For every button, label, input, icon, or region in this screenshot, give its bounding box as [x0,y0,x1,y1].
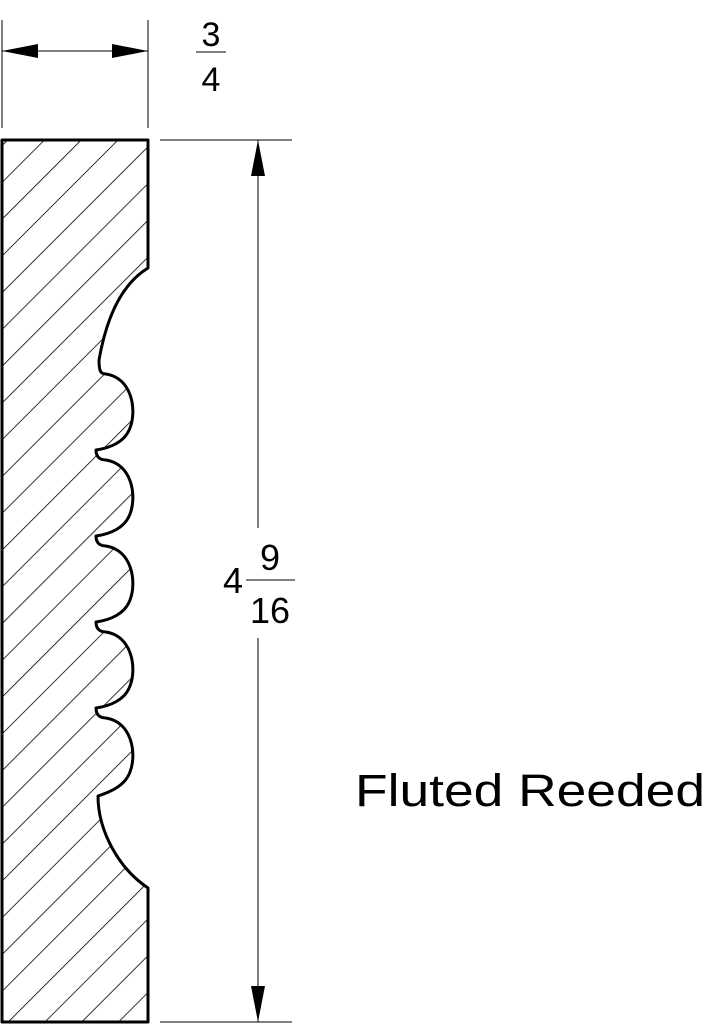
height-arrow-bottom [251,986,265,1022]
height-numerator: 9 [260,537,280,578]
molding-profile-outline [0,138,150,1024]
height-arrow-top [251,140,265,176]
width-arrow-left [2,44,38,58]
section-hatching [2,140,148,1022]
width-numerator: 3 [202,16,221,54]
height-dimension: 4 9 16 [160,139,295,1023]
width-arrow-right [112,44,148,58]
width-denominator: 4 [202,61,221,99]
height-denominator: 16 [250,590,290,631]
height-whole-number: 4 [223,560,243,601]
width-dimension: 3 4 [1,16,226,128]
profile-name-label: Fluted Reeded [355,765,705,816]
